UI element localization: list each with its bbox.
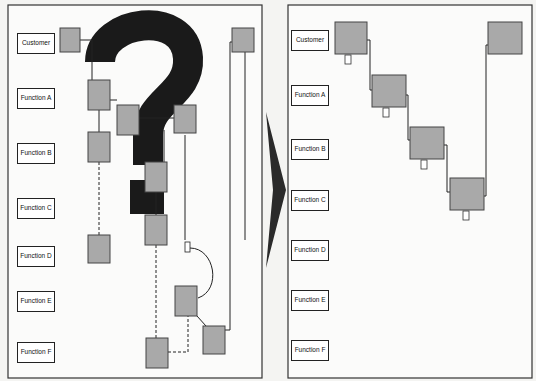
activity-box [145,215,167,245]
flow-line [185,135,186,240]
flow-line [156,245,157,338]
lane-label: Function E [291,290,329,311]
activity-box [174,105,196,133]
box-tab [345,55,351,64]
lane-label: Function D [17,246,55,267]
activity-box [88,132,110,162]
lane-name: Function A [295,92,326,99]
lane-name: Function C [20,205,51,212]
flow-line [444,145,450,192]
flow-line [99,162,100,235]
question-mark [100,25,188,165]
transform-arrow [266,112,286,268]
activity-box [203,326,225,354]
activity-box [335,22,367,54]
lane-label: Function E [17,291,55,312]
lane-label: Function F [291,340,329,361]
activity-box [372,75,406,107]
activity-box [410,127,444,159]
activity-box [146,338,168,368]
flow-line [484,45,488,196]
lane-name: Function D [294,247,325,254]
lane-label: Customer [291,30,329,51]
lane-label: Function C [291,190,329,211]
lane-name: Function F [295,347,326,354]
flow-line [406,95,410,140]
box-tab [463,211,469,220]
box-tab [383,108,389,117]
lane-label: Function D [291,240,329,261]
lane-name: Function B [20,150,51,157]
flow-line [139,118,174,119]
lane-name: Function F [21,349,52,356]
lane-label: Customer [17,33,55,54]
lane-label: Function A [291,85,329,106]
activity-box [88,235,110,263]
activity-box [232,28,254,52]
flow-line [168,316,188,352]
activity-box [60,28,80,52]
activity-box [488,22,522,54]
flow-line [367,40,372,90]
lane-name: Function A [21,95,52,102]
activity-box [145,162,167,192]
flow-line [197,316,206,326]
flow-line [164,130,165,162]
lane-label: Function F [17,342,55,363]
flow-line [225,42,232,330]
activity-box [117,105,139,135]
lane-name: Customer [22,40,50,47]
activity-box [450,178,484,210]
lane-name: Function D [20,253,51,260]
lane-label: Function C [17,198,55,219]
lane-label: Function A [17,88,55,109]
lane-name: Function E [20,298,51,305]
flow-line [99,110,100,132]
box-tab [421,160,427,169]
flow-line [80,40,92,80]
activity-box [175,286,197,316]
activity-box [88,80,110,110]
panel-frame [8,5,262,378]
flow-line [156,192,157,215]
panel-frame [288,5,532,378]
lane-label: Function B [291,139,329,160]
lane-name: Function C [294,197,325,204]
lane-name: Function E [294,297,325,304]
flow-line [245,52,246,240]
flow-line [110,100,117,101]
lane-name: Customer [296,37,324,44]
lane-label: Function B [17,143,55,164]
lane-name: Function B [294,146,325,153]
small-marker [185,242,190,252]
